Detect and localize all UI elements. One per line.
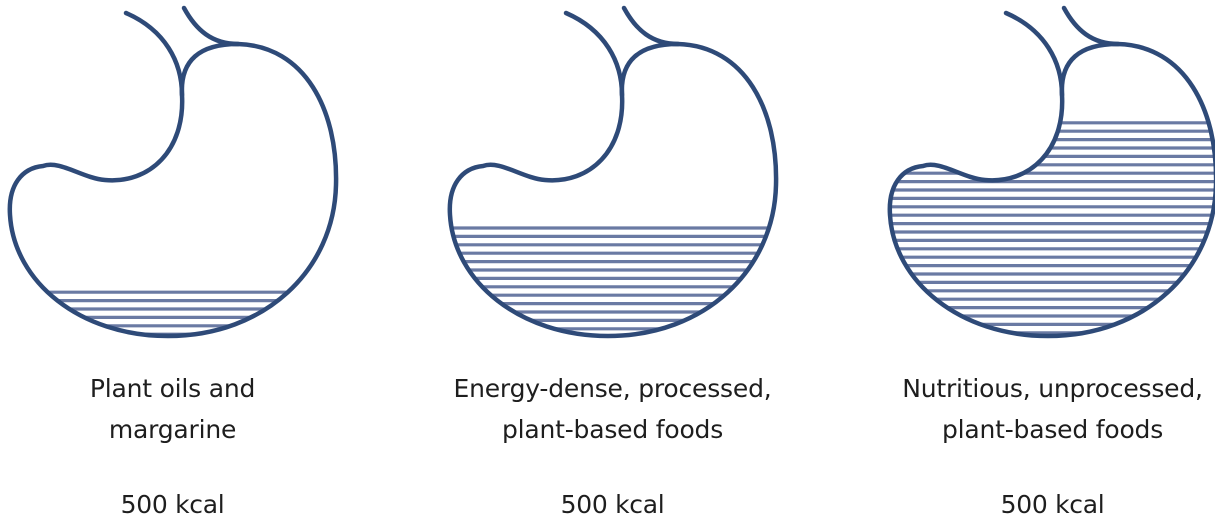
caption-line: Plant oils and xyxy=(89,374,256,403)
panel-plant-oils: Plant oils and margarine 500 kcal xyxy=(0,0,405,527)
stomach-outline xyxy=(447,41,779,339)
esophagus-outline xyxy=(621,5,681,47)
energy-label: 500 kcal xyxy=(120,490,225,519)
esophagus-outline xyxy=(1061,5,1121,47)
panel-caption: Energy-dense, processed, plant-based foo… xyxy=(420,368,805,450)
energy-label: 500 kcal xyxy=(560,490,665,519)
caption-line: margarine xyxy=(108,415,237,444)
caption-line: plant-based foods xyxy=(941,415,1164,444)
stomach-icon xyxy=(887,5,1215,339)
stomach-icon xyxy=(7,5,339,339)
esophagus-outline xyxy=(563,10,625,98)
panel-unprocessed-foods: Nutritious, unprocessed, plant-based foo… xyxy=(880,0,1215,527)
stomach-outline xyxy=(7,41,339,339)
stomach-outline xyxy=(887,41,1215,339)
caption-line: Energy-dense, processed, xyxy=(453,374,772,403)
stomach-icon xyxy=(447,5,779,339)
caption-line: Nutritious, unprocessed, xyxy=(902,374,1203,403)
energy-label: 500 kcal xyxy=(1000,490,1105,519)
panel-caption: Plant oils and margarine xyxy=(0,368,365,450)
panel-caption: Nutritious, unprocessed, plant-based foo… xyxy=(860,368,1215,450)
esophagus-outline xyxy=(181,5,241,47)
caption-line: plant-based foods xyxy=(501,415,724,444)
esophagus-outline xyxy=(123,10,185,98)
esophagus-outline xyxy=(1003,10,1065,98)
content-hatch-fill xyxy=(449,226,777,336)
panel-processed-foods: Energy-dense, processed, plant-based foo… xyxy=(440,0,845,527)
